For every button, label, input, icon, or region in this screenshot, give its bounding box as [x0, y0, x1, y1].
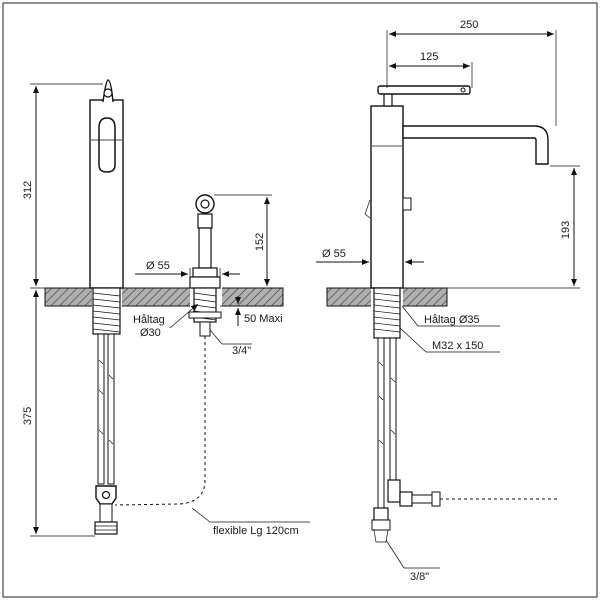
lever-handle-right — [377, 85, 471, 95]
dim-152: 152 — [214, 194, 272, 289]
thread-34-label: 3/4" — [232, 345, 251, 357]
callout-m32: M32 x 150 — [399, 327, 500, 353]
dim-250: 250 — [386, 19, 557, 126]
faucet-body-left — [89, 99, 124, 289]
counter-section-left — [44, 287, 284, 307]
dim-152-label: 152 — [254, 233, 266, 251]
fitting-nut-icon — [101, 490, 111, 500]
dim-50-maxi-label: 50 Maxi — [244, 313, 283, 325]
aerator-outline — [98, 117, 116, 173]
dim-d55-left: Ø 55 — [135, 260, 240, 280]
dim-d55-right: Ø 55 — [316, 248, 424, 268]
threaded-shank-left — [92, 287, 121, 335]
dim-193-label: 193 — [560, 221, 572, 239]
hand-shower — [188, 194, 222, 337]
callout-flexible: flexible Lg 120cm — [191, 507, 310, 537]
flexible-label: flexible Lg 120cm — [213, 525, 299, 537]
dim-50-maxi: 50 Maxi — [220, 296, 283, 326]
lever-hole-icon — [103, 88, 113, 98]
supply-tube-right-a — [377, 337, 385, 509]
flexible-hose-dashed — [114, 336, 206, 506]
dim-250-label: 250 — [460, 19, 478, 31]
supply-tube-left-a — [97, 333, 105, 485]
dim-d55-right-label: Ø 55 — [322, 248, 346, 260]
angle-valve-right — [387, 479, 441, 507]
dim-125-label: 125 — [420, 51, 438, 63]
callout-hole-35: Håltag Ø35 — [401, 305, 500, 327]
dim-312-label: 312 — [22, 181, 34, 199]
dim-375: 375 — [22, 290, 95, 537]
dim-125: 125 — [389, 51, 473, 88]
callout-thread-38: 3/8" — [385, 539, 440, 583]
right-view: 250 125 193 Ø 55 Håltag Ø35 — [316, 19, 580, 583]
dim-d55-left-label: Ø 55 — [146, 260, 170, 272]
callout-thread-34: 3/4" — [209, 329, 252, 357]
hole-dia-left: Ø30 — [140, 327, 161, 339]
thread-m32-label: M32 x 150 — [432, 340, 483, 352]
faucet-body-right — [370, 105, 404, 289]
left-view: 312 375 152 Ø 55 50 Maxi — [22, 79, 310, 537]
callout-hole-30: Håltag Ø30 — [133, 303, 199, 339]
spout-right — [402, 125, 549, 165]
dim-312: 312 — [22, 83, 103, 289]
thread-38-label: 3/8" — [410, 571, 429, 583]
supply-tube-right-b — [389, 337, 397, 481]
supply-tube-left-b — [107, 333, 115, 485]
dim-375-label: 375 — [22, 407, 34, 425]
hole-label-right: Håltag Ø35 — [424, 314, 480, 326]
fitting-right-lower — [373, 507, 389, 521]
threaded-shank-right — [373, 287, 401, 339]
fitting-left-lower — [94, 521, 118, 535]
hole-label-left: Håltag — [133, 314, 165, 326]
dim-193: 193 — [447, 165, 580, 289]
